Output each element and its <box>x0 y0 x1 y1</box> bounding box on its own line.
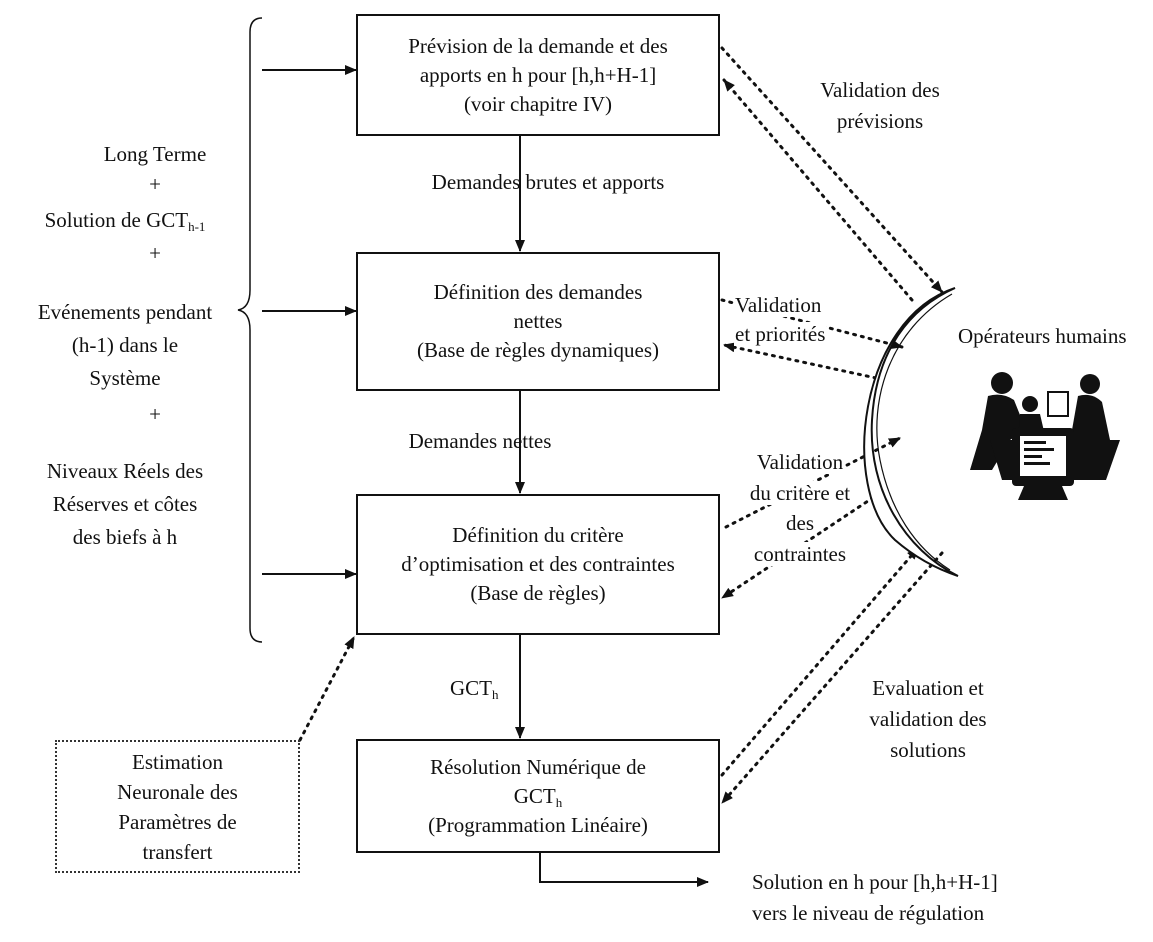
input-evenements-1: Evénements pendant <box>37 300 213 324</box>
prevision-line-2: apports en h pour [h,h+H-1] <box>419 62 657 87</box>
critere-box: Définition du critère d’optimisation et … <box>356 494 720 635</box>
estimation-line-1: Estimation <box>132 749 223 774</box>
demandes-nettes-box: Définition des demandes nettes (Base de … <box>356 252 720 391</box>
input-brace <box>237 17 263 643</box>
operators-crescent <box>863 287 959 577</box>
flow-label-nettes: Demandes nettes <box>408 429 552 453</box>
critere-line-3: (Base de règles) <box>470 581 606 605</box>
input-long-terme: Long Terme <box>103 142 207 166</box>
demandes-line-3: (Base de règles dynamiques) <box>416 338 659 362</box>
validation-critere-1: Validation <box>755 450 845 474</box>
validation-link-4b <box>720 551 944 805</box>
input-plus-3: + <box>149 402 161 426</box>
validation-link-1a <box>720 46 944 294</box>
operators-crescent-inner <box>876 293 953 571</box>
prevision-line-3: (voir chapitre IV) <box>463 91 613 116</box>
estimation-arrow <box>298 635 356 742</box>
validation-evaluation-1: Evaluation et <box>872 676 984 700</box>
validation-critere-4: contraintes <box>752 542 848 566</box>
operators-icon <box>970 372 1120 500</box>
prevision-box: Prévision de la demande et des apports e… <box>356 14 720 136</box>
resolution-box: Résolution Numérique de GCTh (Programmat… <box>356 739 720 853</box>
validation-critere-3: des <box>785 511 815 535</box>
demandes-line-1: Définition des demandes <box>433 280 643 304</box>
output-arrow <box>539 853 709 887</box>
validation-link-1b <box>722 78 914 302</box>
validation-priorites-2: et priorités <box>734 322 827 346</box>
validation-previsions-2: prévisions <box>836 109 924 133</box>
input-niveaux-3: des biefs à h <box>72 525 178 549</box>
estimation-box: Estimation Neuronale des Paramètres de t… <box>55 740 300 873</box>
resolution-gct: GCTh <box>513 783 563 810</box>
validation-link-2b <box>722 342 878 380</box>
validation-link-4a <box>720 546 920 777</box>
validation-critere-2: du critère et <box>748 481 852 505</box>
input-niveaux-1: Niveaux Réels des <box>46 459 204 483</box>
flow-label-brutes: Demandes brutes et apports <box>431 170 665 194</box>
critere-line-1: Définition du critère <box>452 523 624 547</box>
input-solution: Solution de GCTh-1 <box>44 208 206 234</box>
demandes-line-2: nettes <box>513 309 563 333</box>
validation-priorites-1: Validation <box>734 293 823 317</box>
operators-label: Opérateurs humains <box>958 324 1127 348</box>
estimation-line-3: Paramètres de <box>118 809 237 834</box>
validation-evaluation-2: validation des <box>869 707 987 731</box>
critere-line-2: d’optimisation et des contraintes <box>401 552 675 576</box>
validation-previsions-1: Validation des <box>820 78 940 102</box>
input-plus-2: + <box>149 241 161 265</box>
output-label-2: vers le niveau de régulation <box>752 901 985 925</box>
estimation-line-2: Neuronale des <box>117 779 238 804</box>
prevision-line-1: Prévision de la demande et des <box>408 33 668 58</box>
validation-evaluation-3: solutions <box>890 738 966 762</box>
input-niveaux-2: Réserves et côtes <box>52 492 198 516</box>
input-evenements-3: Système <box>89 366 161 390</box>
input-evenements-2: (h-1) dans le <box>71 333 179 357</box>
output-label-1: Solution en h pour [h,h+H-1] <box>752 870 998 894</box>
resolution-line-3: (Programmation Linéaire) <box>428 812 648 837</box>
resolution-line-1: Résolution Numérique de <box>430 754 646 779</box>
input-plus-1: + <box>149 172 161 196</box>
flow-label-gct: GCTh <box>450 676 499 702</box>
estimation-line-4: transfert <box>142 839 213 864</box>
